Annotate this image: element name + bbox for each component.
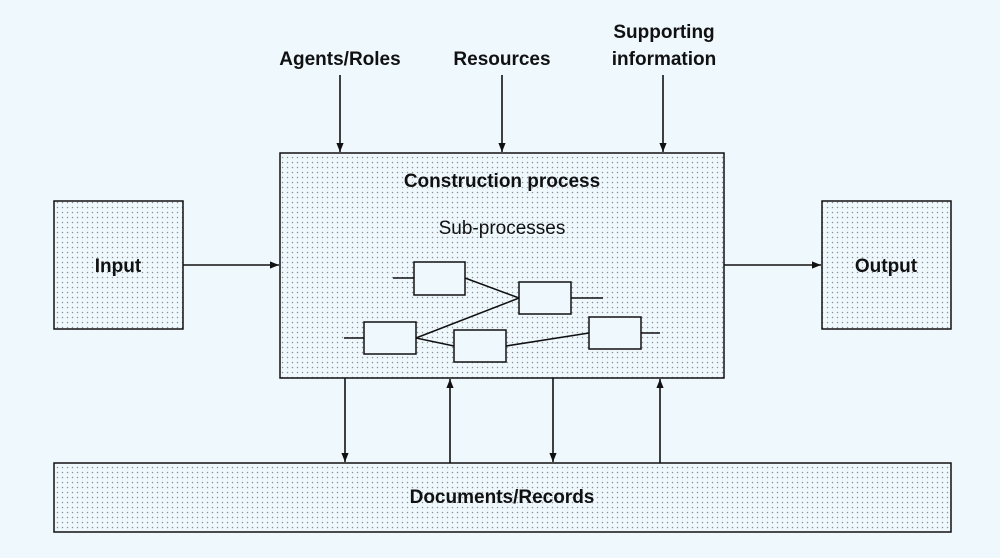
sub-process-box (588, 316, 642, 350)
sub-process-box (413, 261, 466, 296)
process-title: Construction process (404, 171, 600, 192)
output-box (821, 200, 952, 330)
input-box (53, 200, 184, 330)
label-agents-roles: Agents/Roles (279, 49, 400, 70)
input-label: Input (95, 256, 142, 277)
process-subtitle: Sub-processes (439, 218, 566, 239)
label-information: information (612, 49, 717, 70)
sub-process-box (453, 329, 507, 363)
sub-process-connectors (344, 277, 660, 347)
sub-process-box (363, 321, 417, 355)
output-label: Output (855, 256, 918, 277)
sub-process-box (518, 281, 572, 315)
documents-records-box (53, 462, 952, 533)
documents-records-label: Documents/Records (410, 487, 595, 508)
label-resources: Resources (453, 49, 550, 70)
label-supporting: Supporting (613, 22, 714, 43)
